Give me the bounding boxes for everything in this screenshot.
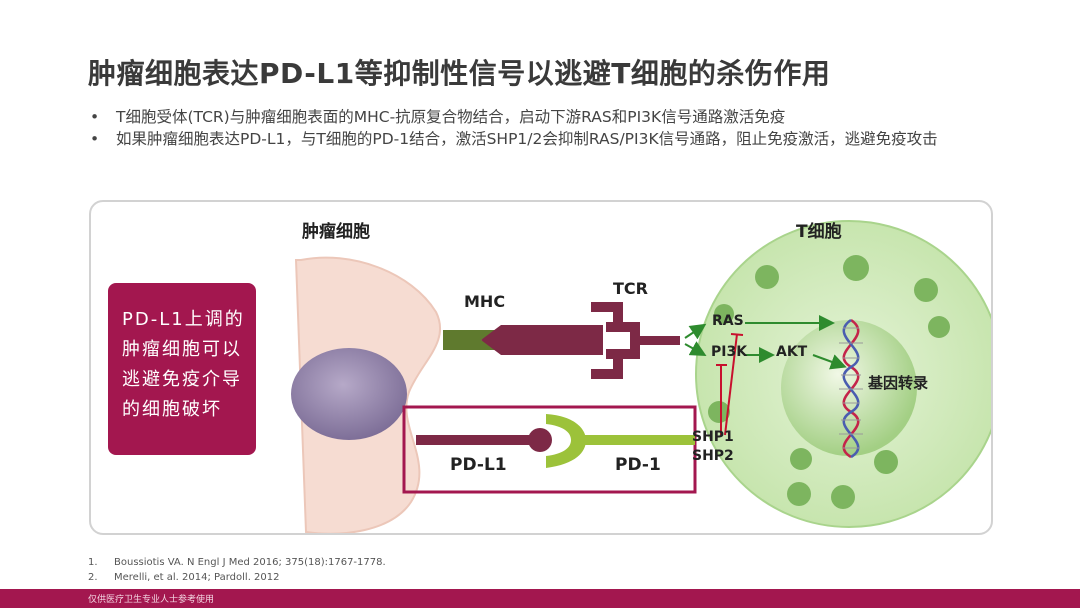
pd1-cup bbox=[546, 414, 586, 468]
mhc-label: MHC bbox=[464, 292, 506, 311]
reference-text: Boussiotis VA. N Engl J Med 2016; 375(18… bbox=[114, 557, 386, 568]
pdl1-label: PD-L1 bbox=[450, 455, 507, 475]
footer-text: 仅供医疗卫生专业人士参考使用 bbox=[88, 595, 215, 605]
callout-line: 的细胞破坏 bbox=[122, 399, 222, 420]
inhibition-lines bbox=[716, 333, 744, 436]
tumor-cell-label: 肿瘤细胞 bbox=[302, 222, 370, 242]
reference-number: 1. bbox=[88, 557, 98, 568]
tumor-nucleus bbox=[291, 348, 407, 440]
bullet-list: T细胞受体(TCR)与肿瘤细胞表面的MHC-抗原复合物结合，启动下游RAS和PI… bbox=[88, 106, 1018, 150]
pdl1-stem bbox=[416, 435, 534, 445]
shp1-label: SHP1 bbox=[692, 429, 734, 445]
ras-label: RAS bbox=[712, 313, 744, 329]
pd1-label: PD-1 bbox=[615, 455, 661, 475]
pdl1-head bbox=[528, 428, 552, 452]
reference-item: 1. Boussiotis VA. N Engl J Med 2016; 375… bbox=[88, 555, 386, 570]
activation-arrows bbox=[684, 315, 847, 370]
pi3k-label: PI3K bbox=[711, 344, 748, 360]
callout-line: PD-L1上调的 bbox=[122, 309, 245, 330]
callout-line: 逃避免疫介导 bbox=[122, 369, 242, 390]
antigen bbox=[481, 325, 603, 355]
t-cell-label: T细胞 bbox=[796, 222, 842, 242]
diagram-panel bbox=[89, 200, 993, 535]
tcr-stem bbox=[640, 336, 680, 345]
shp2-label: SHP2 bbox=[692, 448, 734, 464]
pd1-stem bbox=[584, 435, 695, 445]
tcr-receptor bbox=[591, 302, 640, 379]
gene-transcription-label: 基因转录 bbox=[868, 374, 929, 392]
pathway-diagram bbox=[291, 220, 991, 533]
dna-helix bbox=[839, 318, 863, 459]
akt-label: AKT bbox=[776, 344, 808, 360]
organelles bbox=[708, 255, 950, 509]
footer-bar: 仅供医疗卫生专业人士参考使用 bbox=[0, 589, 1080, 608]
callout-box: PD-L1上调的 肿瘤细胞可以 逃避免疫介导 的细胞破坏 bbox=[108, 283, 256, 455]
reference-text: Merelli, et al. 2014; Pardoll. 2012 bbox=[114, 572, 280, 583]
references: 1. Boussiotis VA. N Engl J Med 2016; 375… bbox=[88, 555, 386, 585]
bullet-item: T细胞受体(TCR)与肿瘤细胞表面的MHC-抗原复合物结合，启动下游RAS和PI… bbox=[88, 106, 1018, 128]
tcr-label: TCR bbox=[613, 279, 648, 298]
callout-line: 肿瘤细胞可以 bbox=[122, 339, 242, 360]
reference-item: 2. Merelli, et al. 2014; Pardoll. 2012 bbox=[88, 570, 386, 585]
bullet-item: 如果肿瘤细胞表达PD-L1，与T细胞的PD-1结合，激活SHP1/2会抑制RAS… bbox=[88, 128, 1018, 150]
mhc-molecule bbox=[443, 330, 499, 350]
slide-title: 肿瘤细胞表达PD-L1等抑制性信号以逃避T细胞的杀伤作用 bbox=[88, 57, 831, 90]
reference-number: 2. bbox=[88, 572, 98, 583]
pdl1-pd1-box bbox=[402, 405, 697, 494]
